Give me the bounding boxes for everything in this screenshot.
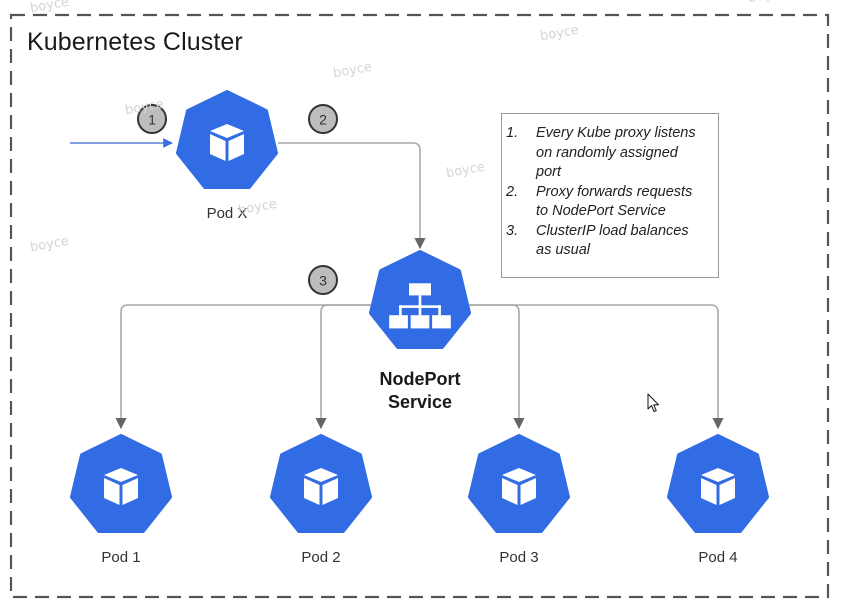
mouse-cursor-icon	[647, 393, 660, 413]
note-line: on randomly assigned	[536, 144, 678, 161]
service-label-line1: NodePort	[379, 369, 461, 389]
note-line: Every Kube proxy listens	[536, 125, 696, 141]
note-text: Every Kube proxy listens on randomly assi…	[536, 124, 712, 183]
pod-4-node[interactable]	[667, 434, 769, 533]
step-badge-number: 1	[148, 112, 156, 128]
note-number: 3.	[506, 222, 519, 239]
note-number: 2.	[506, 183, 519, 200]
step-badge-2: 2	[308, 104, 338, 134]
pod-3-label: Pod 3	[499, 549, 539, 566]
pod-2-label: Pod 2	[301, 549, 341, 566]
nodeport-service-node[interactable]	[369, 250, 471, 349]
pod-2-node[interactable]	[270, 434, 372, 533]
note-number: 1.	[506, 125, 519, 141]
nodeport-service-label: NodePort Service	[340, 368, 500, 414]
step-badge-1: 1	[137, 104, 167, 134]
step-badge-number: 2	[319, 112, 327, 128]
cluster-title: Kubernetes Cluster	[27, 28, 243, 56]
connector-service-to-pod4	[468, 304, 724, 430]
service-label-line2: Service	[387, 392, 453, 412]
step-badge-number: 3	[319, 273, 327, 289]
step-badge-3: 3	[308, 265, 338, 295]
pod-x-node[interactable]	[176, 90, 278, 189]
note-line: to NodePort Service	[536, 203, 666, 219]
note-item: 2. Proxy forwards requests to NodePort Ser…	[506, 183, 712, 222]
pod-1-label: Pod 1	[101, 549, 141, 566]
notes-box: 1. Every Kube proxy listens on randomly as…	[501, 113, 719, 278]
note-line: Proxy forwards requests	[536, 183, 693, 200]
connector-podx-to-service	[278, 142, 426, 250]
cluster-border	[9, 13, 830, 599]
note-line: port	[536, 164, 561, 180]
notes-list: 1. Every Kube proxy listens on randomly as…	[506, 124, 712, 261]
pod-4-label: Pod 4	[698, 549, 738, 566]
note-text: Proxy forwards requests to NodePort Servi…	[536, 183, 712, 222]
note-item: 1. Every Kube proxy listens on randomly as…	[506, 124, 712, 183]
note-line: as usual	[536, 242, 591, 258]
pod-3-node[interactable]	[468, 434, 570, 533]
connector-service-to-pod2	[315, 304, 372, 430]
note-line: ClusterIP load balances	[536, 222, 689, 239]
connector-service-to-pod1	[115, 304, 372, 430]
pod-x-label: Pod X	[206, 205, 248, 222]
pod-1-node[interactable]	[70, 434, 172, 533]
note-text: ClusterIP load balances as usual	[536, 222, 712, 261]
note-item: 3. ClusterIP load balances as usual	[506, 222, 712, 261]
